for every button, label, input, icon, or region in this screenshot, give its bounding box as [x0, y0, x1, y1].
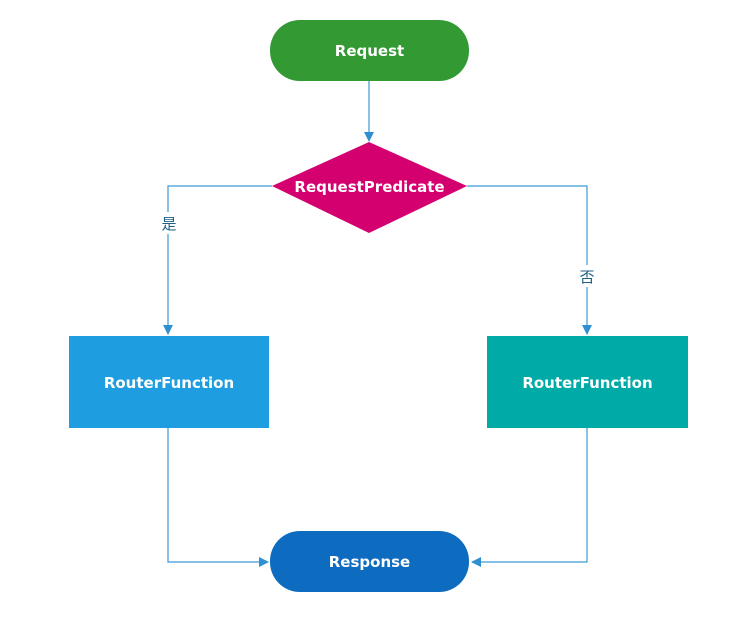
- response-label: Response: [329, 553, 410, 571]
- request-predicate-node: RequestPredicate: [272, 142, 467, 233]
- no-label-bg: [576, 265, 598, 287]
- request-predicate-label: RequestPredicate: [294, 178, 444, 196]
- router-function-right-label: RouterFunction: [522, 374, 652, 392]
- request-shape: [270, 20, 469, 81]
- router-function-left-node: RouterFunction: [69, 336, 269, 428]
- router-function-right-shape: [487, 336, 688, 428]
- yes-label-bg: [158, 212, 180, 234]
- response-node: Response: [270, 531, 469, 592]
- edge-left-router-to-response: [167, 428, 269, 567]
- edge-right-router-to-response: [471, 428, 588, 567]
- request-label: Request: [335, 42, 404, 60]
- yes-label: 是: [161, 215, 176, 233]
- request-predicate-shape: [272, 142, 467, 233]
- no-label: 否: [579, 268, 594, 286]
- router-function-right-node: RouterFunction: [487, 336, 688, 428]
- response-shape: [270, 531, 469, 592]
- router-function-left-label: RouterFunction: [104, 374, 234, 392]
- edge-predicate-to-left-router: [163, 185, 272, 335]
- request-node: Request: [270, 20, 469, 81]
- edge-predicate-to-right-router: [467, 185, 592, 335]
- router-function-left-shape: [69, 336, 269, 428]
